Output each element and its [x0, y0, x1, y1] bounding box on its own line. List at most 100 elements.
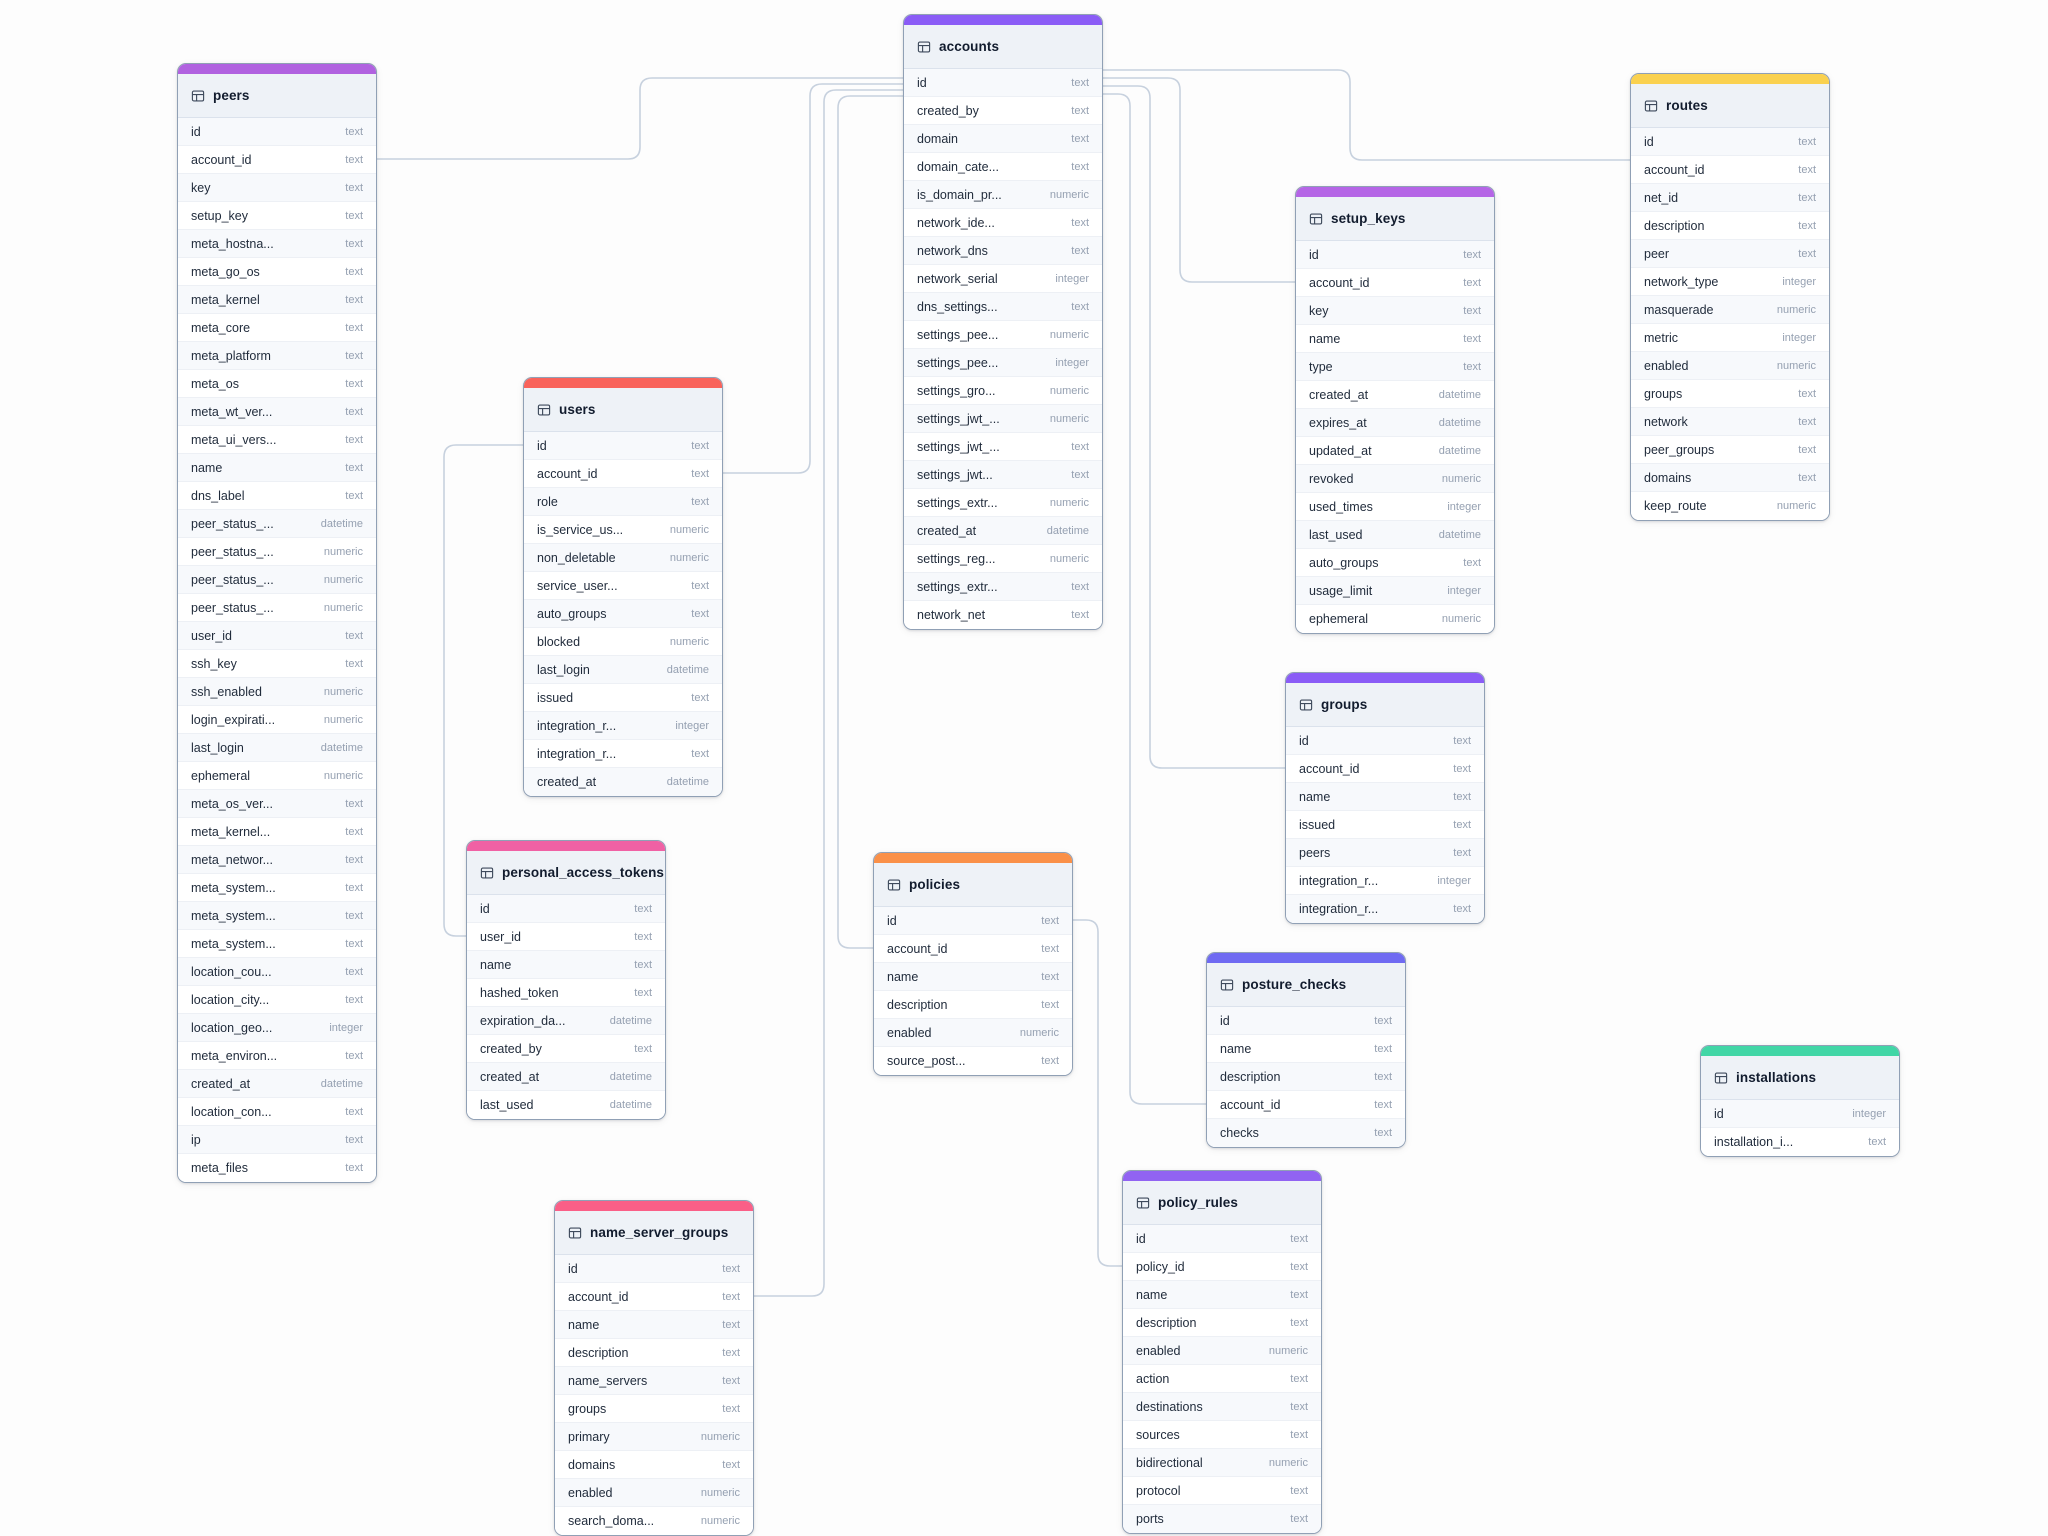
field-name: usage_limit	[1309, 583, 1373, 598]
field-type: text	[722, 1374, 740, 1387]
field-name: meta_platform	[191, 348, 271, 363]
table-header[interactable]: policies	[874, 863, 1072, 907]
relationship-connector	[722, 83, 904, 474]
field-type: datetime	[1438, 416, 1481, 429]
field-name: id	[887, 913, 897, 928]
table-header[interactable]: name_server_groups	[555, 1211, 753, 1255]
field-name: domains	[1644, 470, 1692, 485]
field-row: id text	[874, 907, 1072, 935]
field-name: used_times	[1309, 499, 1373, 514]
field-name: description	[1644, 218, 1705, 233]
field-type: numeric	[669, 523, 709, 536]
field-row: description text	[1631, 212, 1829, 240]
table-name: users	[559, 402, 596, 417]
table-header[interactable]: groups	[1286, 683, 1484, 727]
field-row: expiration_da...datetime	[467, 1007, 665, 1035]
field-name: meta_kernel	[191, 292, 260, 307]
field-name: meta_networ...	[191, 852, 273, 867]
field-name: keep_route	[1644, 499, 1707, 513]
field-type: text	[1290, 1260, 1308, 1273]
field-name: name	[887, 969, 919, 984]
table-header[interactable]: setup_keys	[1296, 197, 1494, 241]
field-type: text	[1041, 914, 1059, 927]
field-type: text	[1071, 160, 1089, 173]
field-type: text	[722, 1290, 740, 1303]
field-type: text	[634, 1042, 652, 1055]
field-name: id	[568, 1261, 578, 1276]
relationship-connector	[1072, 919, 1123, 1267]
table-icon	[191, 89, 205, 103]
field-name: description	[1136, 1315, 1197, 1330]
table-header[interactable]: installations	[1701, 1056, 1899, 1100]
table-header[interactable]: posture_checks	[1207, 963, 1405, 1007]
field-type: text	[345, 1133, 363, 1146]
field-type: numeric	[669, 635, 709, 648]
field-type: text	[1798, 219, 1816, 232]
relationship-connector	[1102, 93, 1207, 1105]
field-name: updated_at	[1309, 443, 1372, 458]
field-type: text	[345, 1105, 363, 1118]
field-name: groups	[1644, 386, 1683, 401]
table-header[interactable]: routes	[1631, 84, 1829, 128]
field-type: text	[1071, 440, 1089, 453]
table-header[interactable]: peers	[178, 74, 376, 118]
table-header[interactable]: personal_access_tokens	[467, 851, 665, 895]
field-type: integer	[1782, 331, 1816, 344]
field-row: meta_system...text	[178, 874, 376, 902]
field-type: datetime	[320, 1077, 363, 1090]
field-row: settings_gro...numeric	[904, 377, 1102, 405]
field-name: search_doma...	[568, 1514, 655, 1528]
field-type: text	[1071, 468, 1089, 481]
field-name: id	[537, 438, 547, 453]
field-name: meta_hostna...	[191, 236, 274, 251]
field-type: text	[345, 909, 363, 922]
field-name: settings_jwt_...	[917, 411, 1000, 426]
table-header[interactable]: accounts	[904, 25, 1102, 69]
field-row: meta_networ...text	[178, 846, 376, 874]
table-header[interactable]: policy_rules	[1123, 1181, 1321, 1225]
field-name: meta_system...	[191, 936, 276, 951]
field-name: enabled	[1136, 1343, 1181, 1358]
table-icon	[1714, 1071, 1728, 1085]
table-header[interactable]: users	[524, 388, 722, 432]
field-row: integration_r...integer	[1286, 867, 1484, 895]
field-row: source_post...text	[874, 1047, 1072, 1075]
field-name: peer_status_...	[191, 544, 274, 559]
field-type: text	[1374, 1014, 1392, 1027]
field-type: numeric	[1268, 1456, 1308, 1469]
field-name: id	[1309, 247, 1319, 262]
field-type: text	[1798, 443, 1816, 456]
field-row: search_doma...numeric	[555, 1507, 753, 1535]
